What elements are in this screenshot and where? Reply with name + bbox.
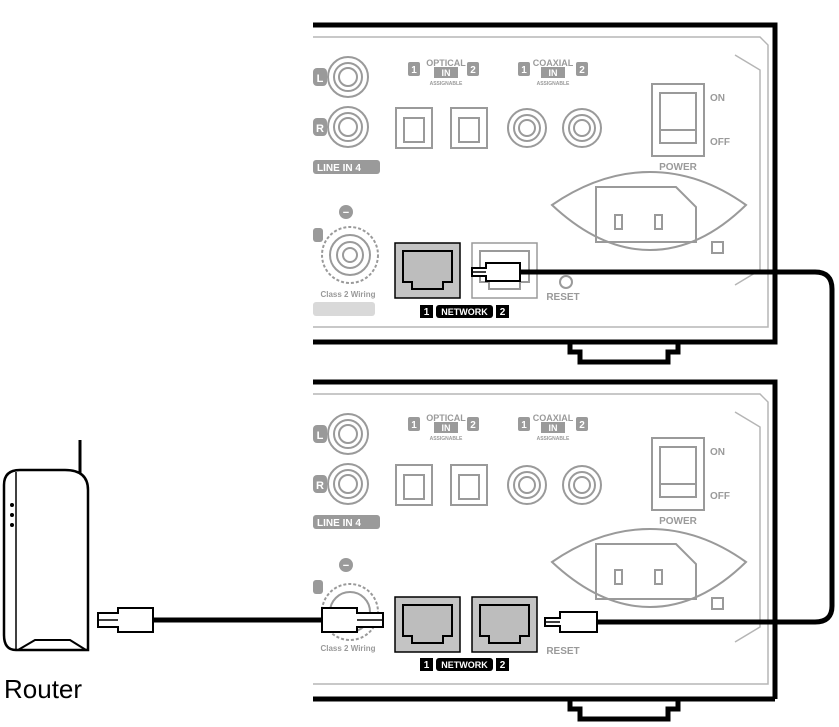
coaxial-in-2-jack[interactable]	[562, 108, 602, 148]
coaxial-in-label: 1 COAXIAL IN 2 ASSIGNABLE	[518, 413, 588, 442]
network-port-2[interactable]	[471, 596, 538, 653]
svg-text:2: 2	[470, 420, 476, 431]
ethernet-cable-router-to-bottom	[97, 607, 384, 633]
power-switch[interactable]	[651, 437, 705, 511]
svg-text:2: 2	[500, 660, 506, 671]
line-in-r-jack[interactable]: R	[313, 106, 369, 148]
class2-wiring-label: Class 2 Wiring	[320, 290, 375, 299]
svg-text:−: −	[343, 207, 349, 219]
svg-text:ASSIGNABLE: ASSIGNABLE	[430, 81, 463, 87]
line-in-l-jack[interactable]: L	[313, 413, 369, 455]
svg-text:R: R	[316, 480, 324, 492]
svg-text:IN: IN	[549, 423, 558, 433]
ethernet-cable-top-to-bottom	[471, 262, 835, 633]
svg-text:1: 1	[411, 65, 417, 76]
power-label: POWER	[659, 516, 698, 527]
class2-wiring-label: Class 2 Wiring	[320, 644, 375, 653]
line-in-label: LINE IN 4	[317, 518, 361, 529]
coaxial-in-label: 1 COAXIAL IN 2 ASSIGNABLE	[518, 58, 588, 87]
svg-text:OPTICAL: OPTICAL	[426, 413, 466, 423]
rj45-plug-icon	[321, 607, 384, 633]
svg-text:2: 2	[579, 420, 585, 431]
svg-text:L: L	[317, 430, 324, 442]
network-label: 1 NETWORK 2	[420, 305, 509, 318]
power-switch[interactable]	[651, 83, 705, 157]
line-in-r-jack[interactable]: R	[313, 463, 369, 505]
svg-text:L: L	[317, 73, 324, 85]
line-in-l-jack[interactable]: L	[313, 56, 369, 98]
svg-text:COAXIAL: COAXIAL	[533, 413, 574, 423]
svg-text:1: 1	[411, 420, 417, 431]
svg-text:OPTICAL: OPTICAL	[426, 58, 466, 68]
svg-text:−: −	[343, 560, 349, 572]
svg-text:NETWORK: NETWORK	[441, 660, 488, 670]
speaker-terminal[interactable]: −	[313, 205, 379, 284]
power-on-label: ON	[710, 93, 725, 104]
svg-text:2: 2	[579, 65, 585, 76]
svg-text:1: 1	[424, 307, 430, 318]
power-label: POWER	[659, 162, 698, 173]
svg-text:IN: IN	[442, 68, 451, 78]
line-in-label: LINE IN 4	[317, 163, 361, 174]
optical-in-label: 1 OPTICAL IN 2 ASSIGNABLE	[408, 413, 479, 442]
rj45-plug-icon	[471, 262, 521, 282]
power-off-label: OFF	[710, 491, 730, 502]
optical-in-label: 1 OPTICAL IN 2 ASSIGNABLE	[408, 58, 479, 87]
bottom-unit-rear-panel: L R LINE IN 4 − Class 2 Wiring	[313, 379, 778, 722]
coaxial-in-2-jack[interactable]	[562, 465, 602, 505]
svg-text:1: 1	[521, 65, 527, 76]
router-label: Router	[4, 674, 82, 704]
network-port-1[interactable]	[394, 596, 461, 653]
reset-label: RESET	[546, 646, 579, 657]
network-label: 1 NETWORK 2	[420, 658, 509, 671]
optical-in-1-port[interactable]	[395, 107, 433, 149]
svg-text:IN: IN	[549, 68, 558, 78]
optical-in-2-port[interactable]	[450, 464, 488, 506]
network-port-1[interactable]	[394, 242, 461, 299]
top-unit-rear-panel: L R LINE IN 4 − Class 2 Wirin	[313, 22, 778, 365]
reset-button[interactable]	[559, 275, 573, 289]
coaxial-in-1-jack[interactable]	[507, 465, 547, 505]
svg-text:ASSIGNABLE: ASSIGNABLE	[537, 436, 570, 442]
ac-inlet	[550, 527, 748, 609]
svg-text:ASSIGNABLE: ASSIGNABLE	[537, 81, 570, 87]
svg-text:ASSIGNABLE: ASSIGNABLE	[430, 436, 463, 442]
svg-text:COAXIAL: COAXIAL	[533, 58, 574, 68]
power-on-label: ON	[710, 447, 725, 458]
optical-in-2-port[interactable]	[450, 107, 488, 149]
rj45-plug-icon	[97, 607, 154, 633]
svg-text:1: 1	[424, 660, 430, 671]
svg-text:NETWORK: NETWORK	[441, 307, 488, 317]
svg-text:1: 1	[521, 420, 527, 431]
router-icon	[2, 440, 90, 652]
coaxial-in-1-jack[interactable]	[507, 108, 547, 148]
ac-inlet	[550, 170, 748, 252]
svg-text:R: R	[316, 123, 324, 135]
optical-in-1-port[interactable]	[395, 464, 433, 506]
rj45-plug-icon	[544, 611, 598, 633]
svg-text:2: 2	[500, 307, 506, 318]
reset-label: RESET	[546, 292, 579, 303]
svg-text:2: 2	[470, 65, 476, 76]
power-off-label: OFF	[710, 137, 730, 148]
svg-text:IN: IN	[442, 423, 451, 433]
